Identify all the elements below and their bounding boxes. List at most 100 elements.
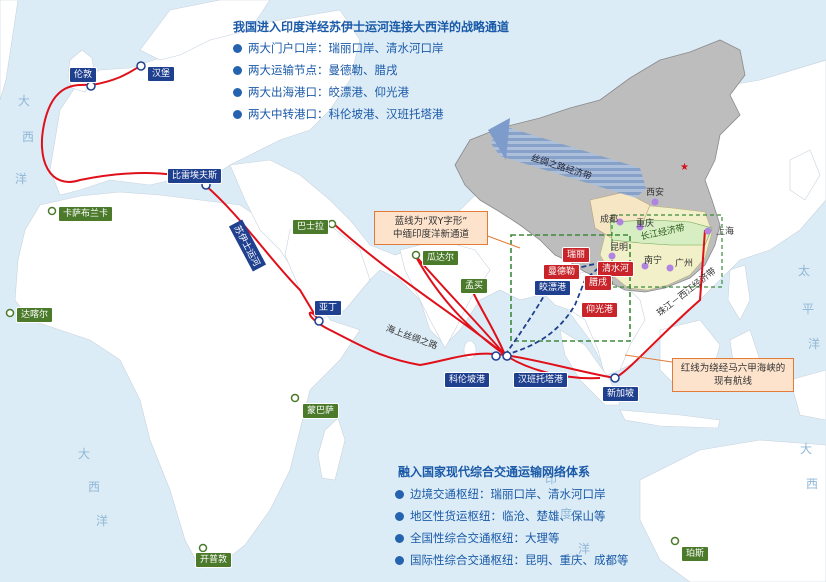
label-kyaukphyu: 皎漂港: [534, 280, 572, 296]
mombasa-marker: [290, 393, 300, 403]
kunming-dot: [608, 252, 616, 260]
sea-char: 大: [78, 447, 91, 461]
city-label-chengdu: 成都: [600, 215, 619, 225]
sea-char: 洋: [15, 172, 28, 186]
bottom-item-text: 地区性货运枢纽：临沧、楚雄、保山等: [410, 509, 606, 523]
corridor-box: [510, 234, 631, 342]
gwadar-marker: [411, 250, 421, 260]
label-yangon: 仰光港: [581, 302, 619, 318]
beijing-star: ★: [680, 162, 689, 173]
sea-char: 洋: [578, 542, 591, 556]
bottom-panel-title: 融入国家现代综合交通运输网络体系: [398, 465, 591, 479]
city-label-guangzhou: 广州: [675, 259, 694, 269]
port-label-colombo: 科伦坡港: [444, 372, 491, 388]
singapore-marker: [610, 373, 620, 383]
sea-char: 度: [560, 507, 573, 521]
silk-belt-arrow: [490, 128, 646, 198]
ann-blue-leader: [484, 234, 521, 249]
capetown-marker: [198, 543, 208, 553]
bullet-icon: [395, 512, 404, 521]
sea-char: 洋: [96, 514, 109, 528]
bullet-icon: [233, 66, 242, 75]
port-label-singapore: 新加坡: [602, 386, 640, 402]
top-panel-title: 我国进入印度洋经苏伊士运河连接大西洋的战略通道: [233, 20, 510, 34]
label-mandalay: 曼德勒: [543, 264, 581, 280]
bullet-icon: [233, 88, 242, 97]
red-route-annotation: 红线为绕经马六甲海峡的 现有航线: [672, 358, 794, 392]
aden-marker: [314, 316, 324, 326]
ann-blue-line1: 蓝线为“双Y字形”: [394, 216, 468, 227]
shanghai-dot: [704, 227, 712, 235]
top-item: 两大运输节点：曼德勒、腊戌: [233, 59, 509, 81]
port-label-london: 伦敦: [69, 67, 98, 83]
ann-blue-line2: 中缅印度洋新通道: [392, 229, 469, 240]
port-label-piraeus: 比雷埃夫斯: [167, 168, 223, 184]
city-label-kunming: 昆明: [610, 243, 629, 253]
dakar-marker: [5, 308, 15, 318]
london-marker: [86, 81, 96, 91]
basra-marker: [327, 219, 337, 229]
sea-char: 大: [800, 442, 813, 456]
java-landmass: [619, 409, 721, 429]
silk-belt-arrowhead: [488, 118, 510, 160]
city-label-xian: 西安: [646, 188, 665, 198]
colombo-marker: [491, 351, 501, 361]
sea-char: 西: [88, 480, 101, 494]
newguinea-landmass: [789, 369, 826, 421]
bullet-icon: [395, 534, 404, 543]
port-label-mumbai: 孟买: [460, 278, 489, 294]
city-label-nanning: 南宁: [644, 256, 663, 266]
port-label-aden: 亚丁: [314, 300, 343, 316]
top-item: 两大中转港口：科伦坡港、汉班托塔港: [233, 103, 509, 125]
bottom-item: 地区性货运枢纽：临沧、楚雄、保山等: [395, 505, 629, 527]
hamburg-marker: [136, 61, 146, 71]
port-label-casablanca: 卡萨布兰卡: [58, 206, 114, 222]
red-route: [40, 65, 706, 380]
nanning-dot: [641, 262, 649, 270]
blue-route-annotation: 蓝线为“双Y字形” 中缅印度洋新通道: [374, 211, 488, 245]
perth-marker: [670, 536, 680, 546]
label-ruili: 瑞丽: [562, 247, 591, 263]
ann-red-line2: 现有航线: [713, 376, 752, 387]
scandinavia-landmass: [139, 0, 271, 61]
city-label-chongqing: 重庆: [636, 219, 655, 229]
city-label-shanghai: 上海: [716, 227, 735, 237]
port-label-gwadar: 瓜达尔: [422, 250, 460, 266]
africa-landmass: [14, 191, 361, 569]
chengdu-dot: [616, 218, 624, 226]
port-label-capetown: 开普敦: [195, 552, 233, 568]
bullet-icon: [395, 556, 404, 565]
sea-char: 西: [806, 477, 819, 491]
bottom-item-text: 国际性综合交通枢纽：昆明、重庆、成都等: [410, 553, 629, 567]
port-label-dakar: 达喀尔: [16, 307, 54, 323]
bottom-item: 国际性综合交通枢纽：昆明、重庆、成都等: [395, 549, 629, 571]
top-item-text: 两大门户口岸：瑞丽口岸、清水河口岸: [248, 41, 444, 55]
arabia-landmass: [284, 224, 371, 321]
bottom-item: 边境交通枢纽：瑞丽口岸、清水河口岸: [395, 483, 629, 505]
sea-char: 洋: [808, 337, 821, 351]
hambantota-marker: [502, 351, 512, 361]
ann-red-line1: 红线为绕经马六甲海峡的: [680, 363, 786, 374]
bottom-item: 全国性综合交通枢纽：大理等: [395, 527, 629, 549]
japan-landmass: [789, 149, 821, 201]
bottom-item-text: 边境交通枢纽：瑞丽口岸、清水河口岸: [410, 487, 606, 501]
casablanca-marker: [47, 206, 57, 216]
top-panel: 我国进入印度洋经苏伊士运河连接大西洋的战略通道 两大门户口岸：瑞丽口岸、清水河口…: [233, 19, 509, 125]
sea-char: 印: [545, 472, 558, 486]
port-label-mombasa: 蒙巴萨: [302, 403, 340, 419]
port-label-hambantota: 汉班托塔港: [513, 372, 569, 388]
blue-route: [504, 261, 606, 356]
top-item: 两大门户口岸：瑞丽口岸、清水河口岸: [233, 37, 509, 59]
top-item-text: 两大出海港口：皎漂港、仰光港: [248, 85, 409, 99]
yangtze-belt: [609, 219, 713, 246]
sea-char: 大: [18, 94, 31, 108]
sea-char: 平: [802, 302, 815, 316]
label-lashio: 腊戌: [584, 275, 613, 291]
ann-red-leader: [624, 354, 673, 363]
bullet-icon: [233, 44, 242, 53]
port-label-perth: 珀斯: [681, 546, 710, 562]
port-label-basra: 巴士拉: [292, 219, 330, 235]
bullet-icon: [233, 110, 242, 119]
americas-landmass: [0, 0, 19, 101]
